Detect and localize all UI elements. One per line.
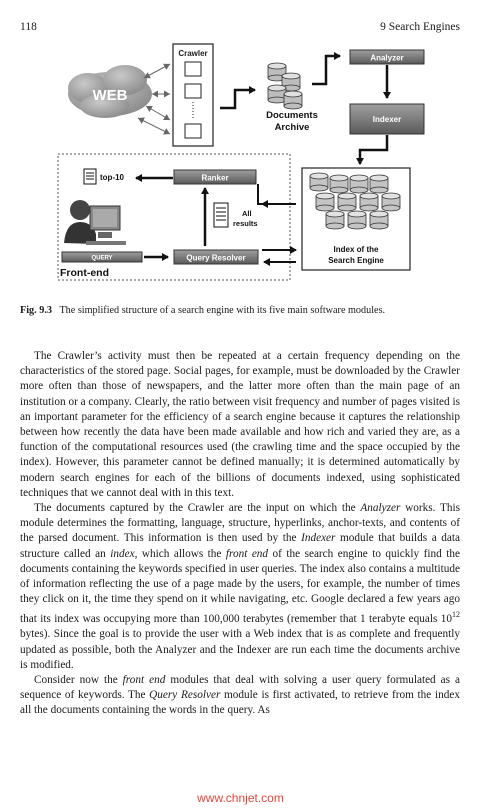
user-computer-icon bbox=[64, 200, 126, 245]
paragraph: Consider now the front end modules that … bbox=[20, 674, 460, 717]
paragraph: The Crawler’s activity must then be repe… bbox=[20, 350, 460, 499]
indexer-module: Indexer bbox=[349, 103, 425, 135]
all-results-document-icon bbox=[213, 202, 229, 228]
indexer-label: Indexer bbox=[373, 115, 401, 124]
caption-text: The simplified structure of a search eng… bbox=[59, 305, 386, 316]
documents-archive-label-2: Archive bbox=[275, 122, 310, 133]
analyzer-label: Analyzer bbox=[370, 54, 403, 63]
index-label-1: Index of the bbox=[334, 245, 379, 254]
crawler-module: Crawler bbox=[172, 43, 214, 147]
search-engine-figure: WEB Crawler Documents Archive Analyzer I… bbox=[57, 43, 425, 281]
figure-caption: Fig. 9.3 The simplified structure of a s… bbox=[20, 305, 460, 316]
front-end-region bbox=[57, 153, 291, 281]
query-label: QUERY bbox=[91, 256, 112, 262]
all-results-label-1: All bbox=[242, 209, 252, 218]
query-bar: QUERY bbox=[61, 251, 143, 263]
crawler-to-archive-arrow bbox=[220, 86, 256, 110]
running-head: 9 Search Engines bbox=[380, 21, 460, 33]
front-end-label: Front-end bbox=[60, 267, 109, 279]
page-number: 118 bbox=[20, 21, 37, 33]
top10-document-icon bbox=[83, 168, 97, 185]
web-cloud: WEB bbox=[68, 65, 152, 118]
top10-label: top-10 bbox=[100, 173, 125, 182]
search-engine-index: Index of the Search Engine bbox=[301, 167, 411, 271]
query-resolver-module: Query Resolver bbox=[173, 249, 259, 265]
crawler-label: Crawler bbox=[178, 49, 207, 58]
query-resolver-label: Query Resolver bbox=[186, 254, 245, 263]
caption-label: Fig. 9.3 bbox=[20, 305, 52, 316]
watermark: www.chnjet.com bbox=[197, 791, 284, 805]
paragraph: The documents captured by the Crawler ar… bbox=[20, 502, 460, 671]
web-crawler-arrows bbox=[137, 63, 171, 135]
web-label: WEB bbox=[93, 87, 128, 104]
ranker-module: Ranker bbox=[173, 169, 257, 185]
documents-archive-label-1: Documents bbox=[266, 110, 318, 121]
documents-archive bbox=[267, 62, 303, 110]
body-text: The Crawler’s activity must then be repe… bbox=[20, 349, 460, 719]
ranker-label: Ranker bbox=[201, 174, 228, 183]
analyzer-module: Analyzer bbox=[349, 49, 425, 65]
index-ranker-connector bbox=[257, 184, 262, 205]
archive-to-analyzer-arrow bbox=[312, 52, 341, 86]
indexer-to-index-arrow bbox=[356, 135, 389, 165]
all-results-label-2: results bbox=[233, 219, 258, 228]
index-label-2: Search Engine bbox=[328, 256, 384, 265]
